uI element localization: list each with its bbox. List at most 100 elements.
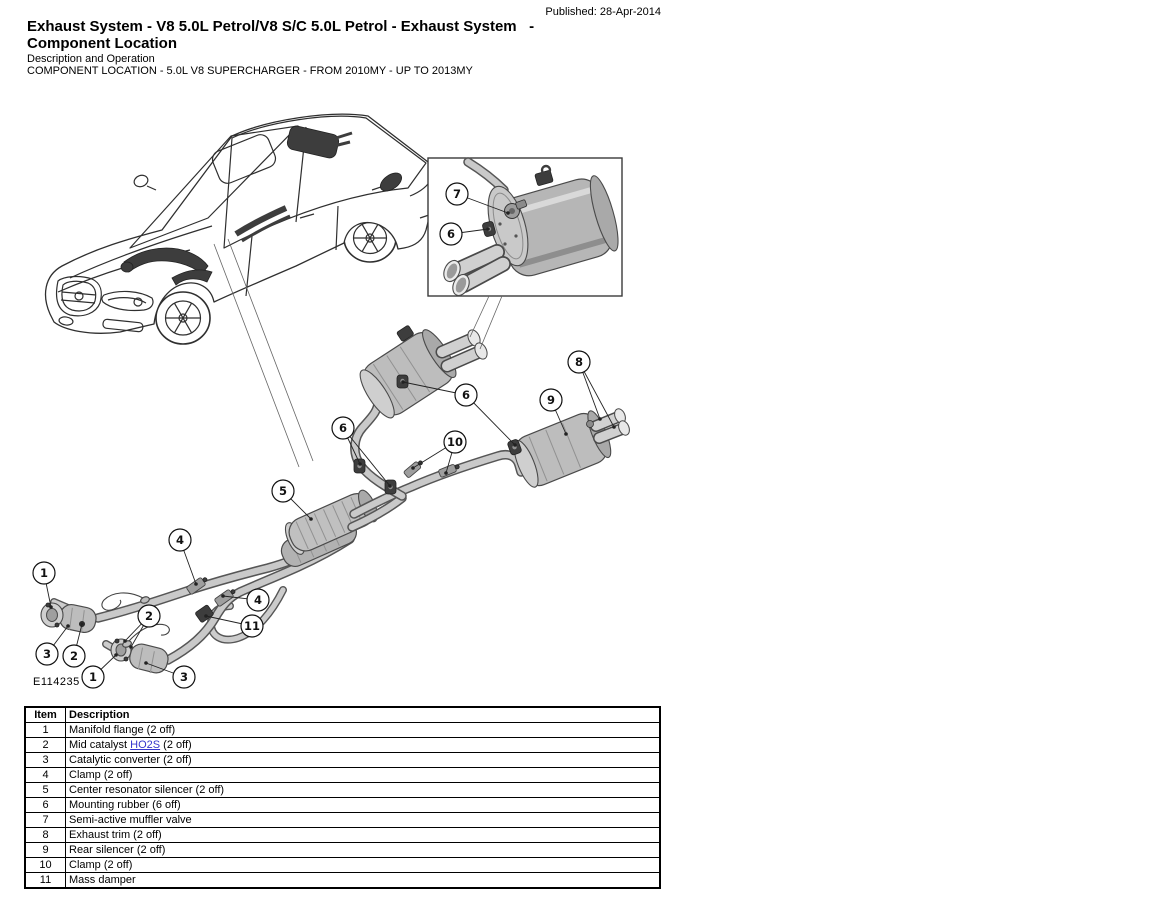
svg-text:3: 3: [180, 670, 188, 684]
description-column-header: Description: [65, 706, 661, 723]
hanger-bracket: [534, 164, 554, 186]
description-cell: Semi-active muffler valve: [65, 812, 661, 828]
svg-text:4: 4: [176, 533, 184, 547]
item-cell: 2: [24, 737, 66, 753]
grille-badge: [74, 291, 84, 301]
description-cell: Exhaust trim (2 off): [65, 827, 661, 843]
callout-4: 4: [168, 528, 198, 586]
svg-text:9: 9: [547, 393, 555, 407]
item-cell: 3: [24, 752, 66, 768]
svg-text:1: 1: [89, 670, 97, 684]
grille: [55, 275, 102, 317]
svg-text:6: 6: [447, 227, 455, 241]
description-cell: Clamp (2 off): [65, 857, 661, 873]
callout-10: 10: [411, 430, 467, 475]
side-mirror: [133, 174, 149, 188]
item-cell: 8: [24, 827, 66, 843]
catalytic-converter-2: [102, 638, 169, 674]
figure-id: E114235: [33, 676, 80, 688]
callout-1: 1: [81, 653, 118, 689]
published-date: Published: 28-Apr-2014: [545, 6, 661, 18]
item-cell: 7: [24, 812, 66, 828]
inset-box: [427, 157, 623, 350]
svg-text:10: 10: [447, 435, 463, 449]
callout-8: 8: [567, 350, 616, 429]
callout-2: 2: [62, 622, 86, 668]
sunroof: [211, 134, 277, 184]
item-cell: 10: [24, 857, 66, 873]
item-cell: 9: [24, 842, 66, 858]
front-wheel: [155, 291, 211, 345]
description-cell: Manifold flange (2 off): [65, 722, 661, 738]
page-title: Exhaust System - V8 5.0L Petrol/V8 S/C 5…: [27, 18, 647, 52]
mounting-rubber: [353, 458, 366, 474]
callout-7: 7: [445, 182, 510, 215]
silencer-hanger-bracket: [396, 325, 414, 342]
callout-3: 3: [35, 624, 70, 666]
svg-text:4: 4: [254, 593, 262, 607]
description-cell: Center resonator silencer (2 off): [65, 782, 661, 798]
table-header-row: Item Description: [24, 706, 661, 723]
mass-damper: [195, 604, 214, 623]
exhaust-silhouette-parts: [120, 125, 403, 286]
page-title-line2: Component Location: [27, 35, 177, 52]
item-cell: 4: [24, 767, 66, 783]
svg-text:7: 7: [453, 187, 461, 201]
svg-text:5: 5: [279, 484, 287, 498]
car-sketch: [44, 113, 437, 468]
description-cell: Mounting rubber (6 off): [65, 797, 661, 813]
callout-4: 4: [221, 588, 270, 612]
ho2s-link[interactable]: HO2S: [130, 739, 161, 751]
projection-lines: [213, 238, 314, 468]
right-rear-silencer: [507, 408, 630, 488]
svg-text:6: 6: [462, 388, 470, 402]
page-title-line1: Exhaust System - V8 5.0L Petrol/V8 S/C 5…: [27, 18, 535, 35]
svg-text:2: 2: [145, 609, 153, 623]
item-column-header: Item: [24, 706, 66, 723]
callout-6: 6: [401, 380, 517, 447]
item-cell: 1: [24, 722, 66, 738]
callout-5: 5: [271, 479, 313, 521]
lower-intake: [102, 318, 144, 333]
inset-leader-lines: [469, 295, 503, 350]
exhaust-assembly: [40, 325, 630, 674]
svg-text:8: 8: [575, 355, 583, 369]
item-cell: 5: [24, 782, 66, 798]
clamp: [438, 464, 460, 478]
car-body-outline: [44, 113, 437, 334]
muffler-valve: [586, 420, 594, 428]
callout-11: 11: [204, 614, 264, 638]
clamp: [214, 589, 236, 607]
description-cell: Clamp (2 off): [65, 767, 661, 783]
fog-light: [58, 316, 74, 326]
svg-text:2: 2: [70, 649, 78, 663]
svg-text:3: 3: [43, 647, 51, 661]
svg-text:11: 11: [244, 619, 260, 633]
callout-1: 1: [32, 561, 56, 609]
item-cell: 6: [24, 797, 66, 813]
section-heading: COMPONENT LOCATION - 5.0L V8 SUPERCHARGE…: [27, 65, 473, 77]
description-cell: Rear silencer (2 off): [65, 842, 661, 858]
callout-9: 9: [539, 388, 568, 436]
svg-text:6: 6: [339, 421, 347, 435]
callout-3: 3: [144, 661, 196, 689]
item-cell: 11: [24, 872, 66, 889]
mounting-rubber: [507, 439, 522, 456]
svg-text:1: 1: [40, 566, 48, 580]
subtitle: Description and Operation: [27, 53, 155, 65]
